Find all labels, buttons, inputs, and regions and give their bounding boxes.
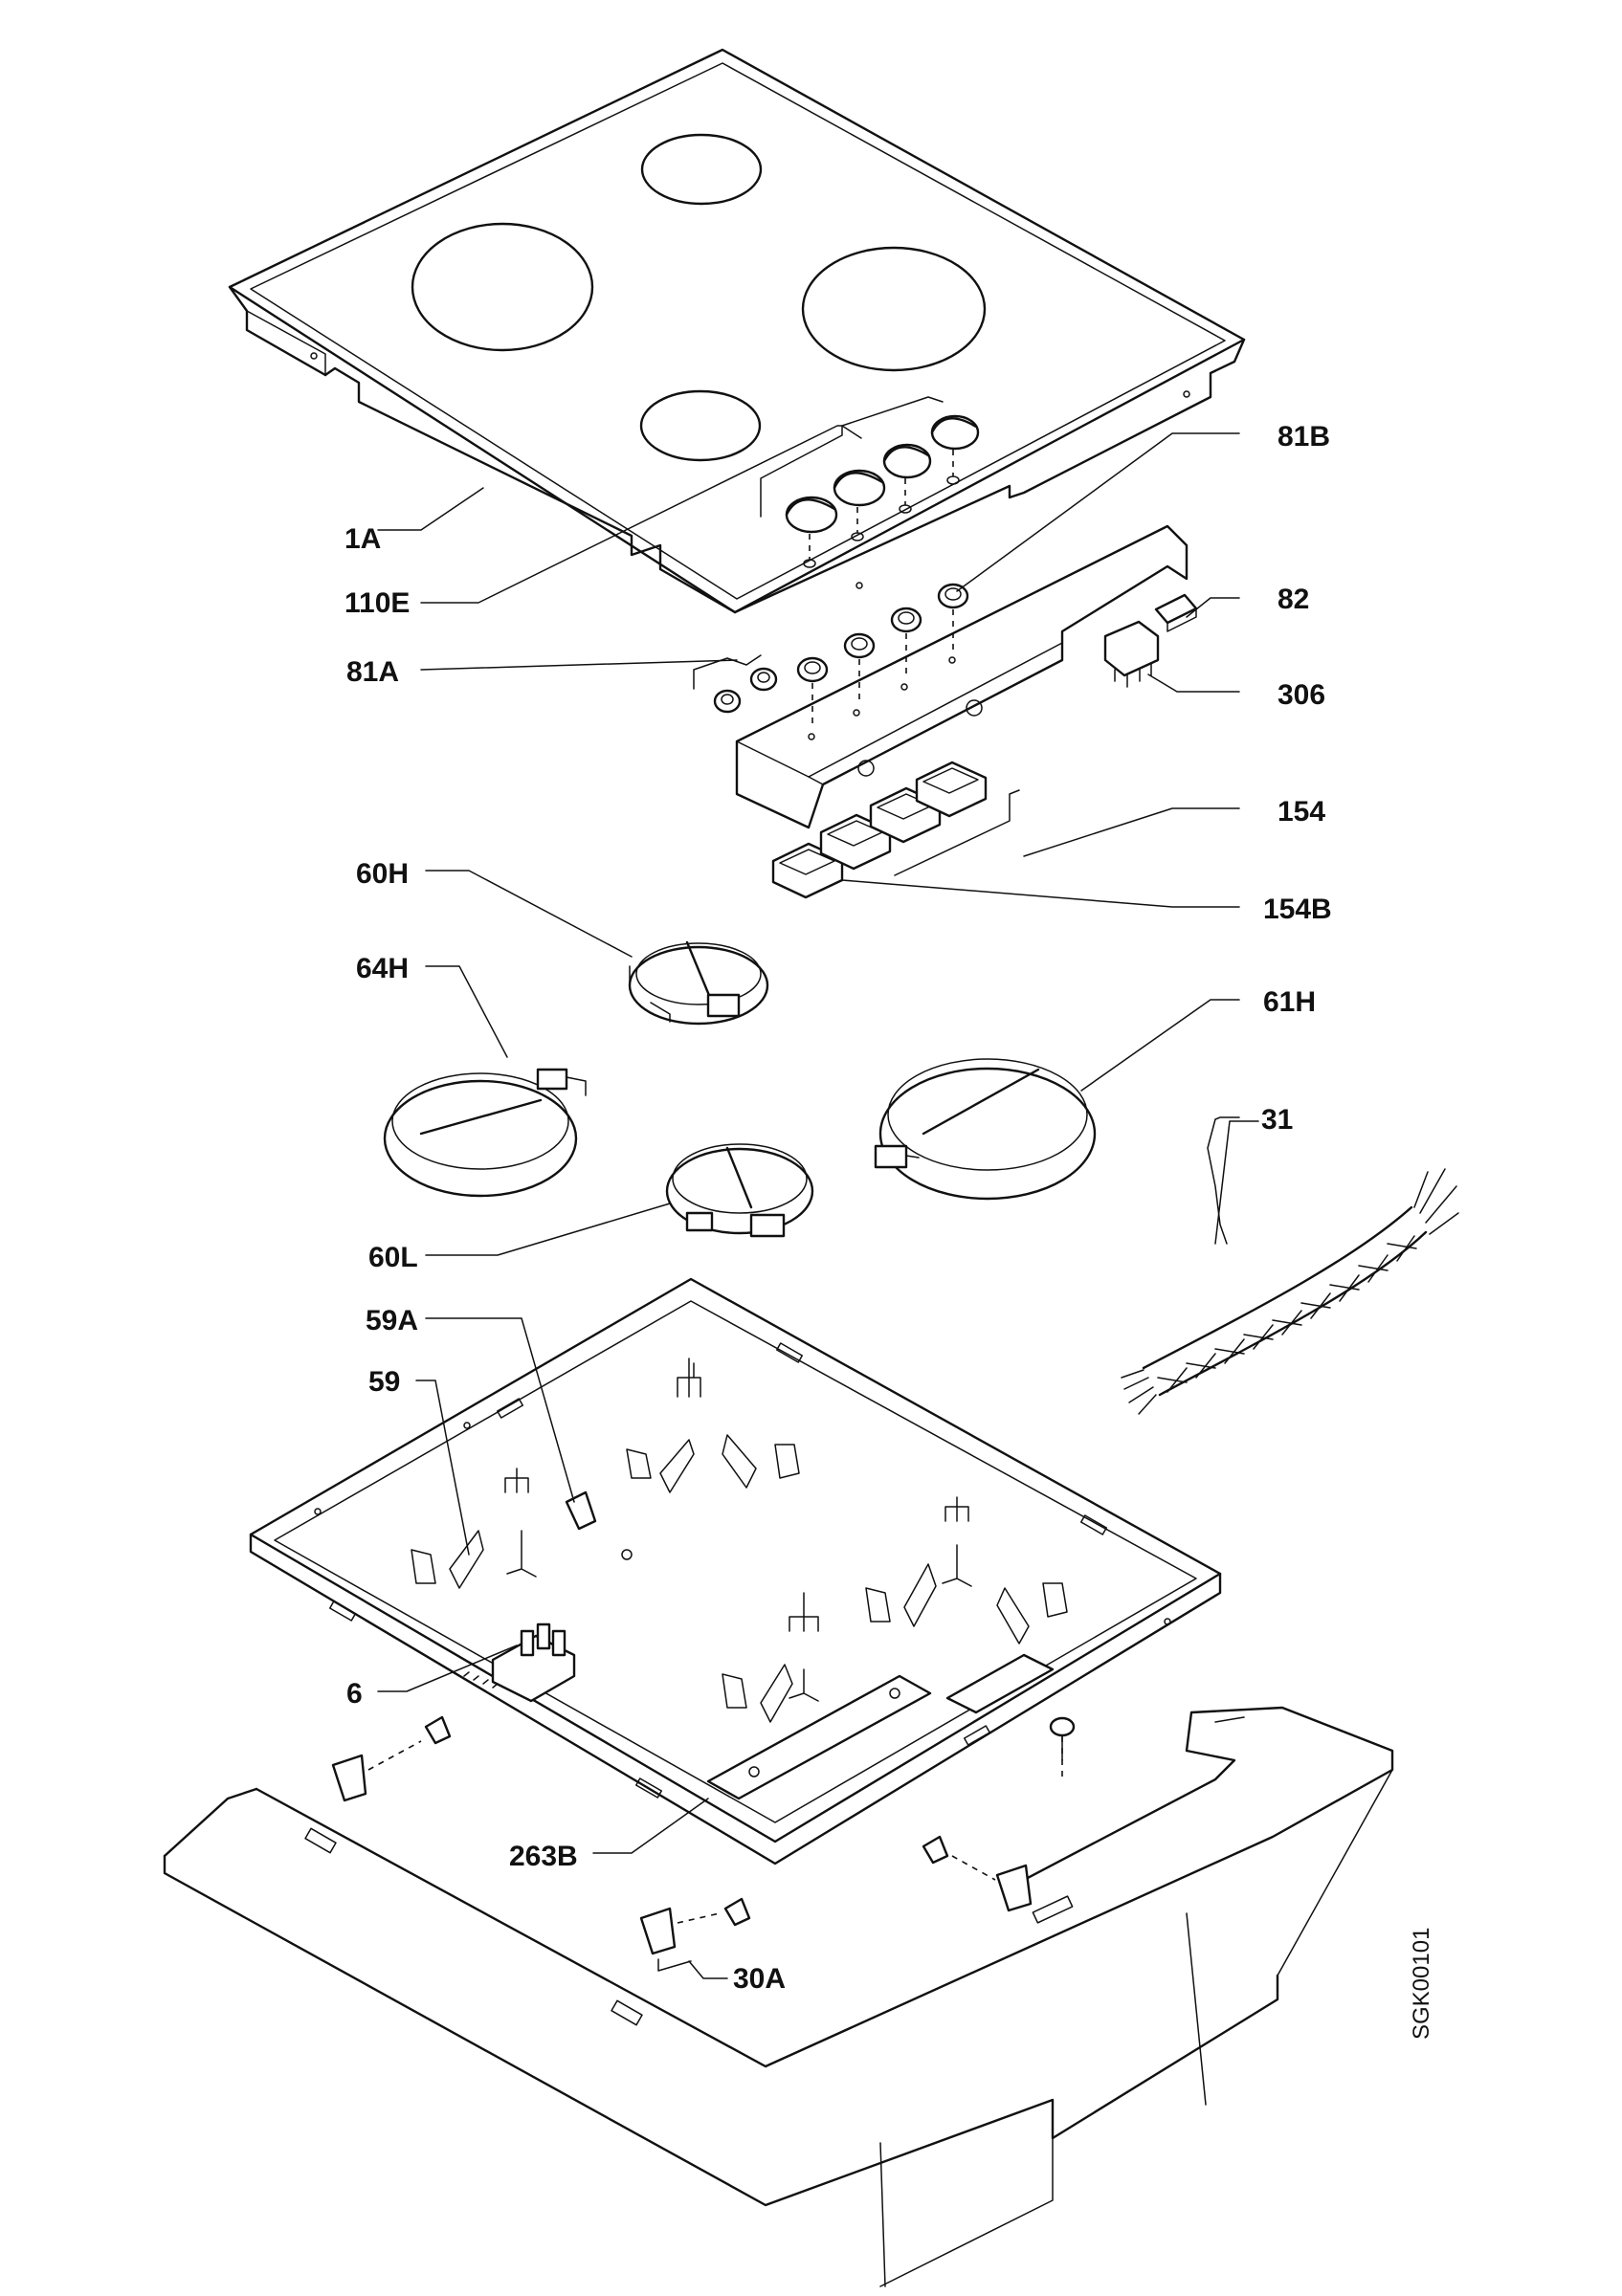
label-60H: 60H — [356, 858, 409, 890]
heating-element-60H — [628, 940, 769, 1026]
bushing-3 — [890, 607, 922, 677]
label-1A: 1A — [344, 523, 381, 555]
label-6: 6 — [346, 1678, 363, 1710]
loose-bushings — [693, 654, 778, 714]
heating-element-61H — [874, 1058, 1097, 1201]
clamp-1 — [331, 1715, 452, 1802]
knob-1 — [785, 496, 838, 568]
clamp-3 — [922, 1835, 1033, 1912]
bushing-4 — [937, 583, 969, 653]
terminal-block — [1103, 620, 1160, 688]
label-82: 82 — [1278, 584, 1309, 615]
knob-2 — [833, 469, 886, 541]
heating-element-60L — [665, 1143, 814, 1238]
knob-3 — [882, 443, 932, 514]
control-panel-housing — [735, 524, 1189, 829]
worktop — [163, 1706, 1394, 2287]
label-30A: 30A — [733, 1963, 786, 1995]
label-60L: 60L — [368, 1242, 418, 1273]
bushing-1 — [796, 656, 829, 727]
bracket-59A — [565, 1490, 597, 1531]
regulator-4 — [915, 761, 988, 818]
indicator-light — [1154, 593, 1198, 632]
base-tray — [249, 1277, 1222, 1866]
label-81B: 81B — [1278, 421, 1330, 453]
label-154B: 154B — [1263, 894, 1332, 925]
label-59: 59 — [368, 1366, 400, 1398]
fixing-clamps-30A — [331, 1715, 1076, 1972]
label-64H: 64H — [356, 953, 409, 984]
label-110E: 110E — [344, 587, 410, 619]
label-81A: 81A — [346, 656, 399, 688]
label-154: 154 — [1278, 796, 1325, 828]
knob-4 — [930, 414, 980, 485]
support-brackets — [411, 1358, 1068, 1723]
leader-lines — [377, 425, 1259, 1979]
label-263B: 263B — [509, 1841, 578, 1872]
glass-cooktop — [228, 48, 1246, 614]
drawing-code: SGK00101 — [1409, 1928, 1434, 2040]
clamp-2 — [639, 1897, 751, 1955]
label-61H: 61H — [1263, 986, 1316, 1018]
terminal-6 — [463, 1623, 576, 1703]
clamp-plate-263B — [706, 1674, 932, 1800]
label-31: 31 — [1261, 1104, 1293, 1136]
label-306: 306 — [1278, 679, 1325, 711]
supply-cable — [1121, 1168, 1459, 1415]
knob-bushings — [693, 583, 969, 727]
energy-regulators — [771, 761, 1020, 899]
bushing-2 — [843, 632, 876, 703]
control-knobs — [760, 396, 980, 568]
label-59A: 59A — [366, 1305, 418, 1336]
heating-element-64H — [383, 1068, 587, 1198]
part-labels: 1A 110E 81A 81B 82 306 154 154B 60H 64H … — [344, 421, 1332, 1995]
